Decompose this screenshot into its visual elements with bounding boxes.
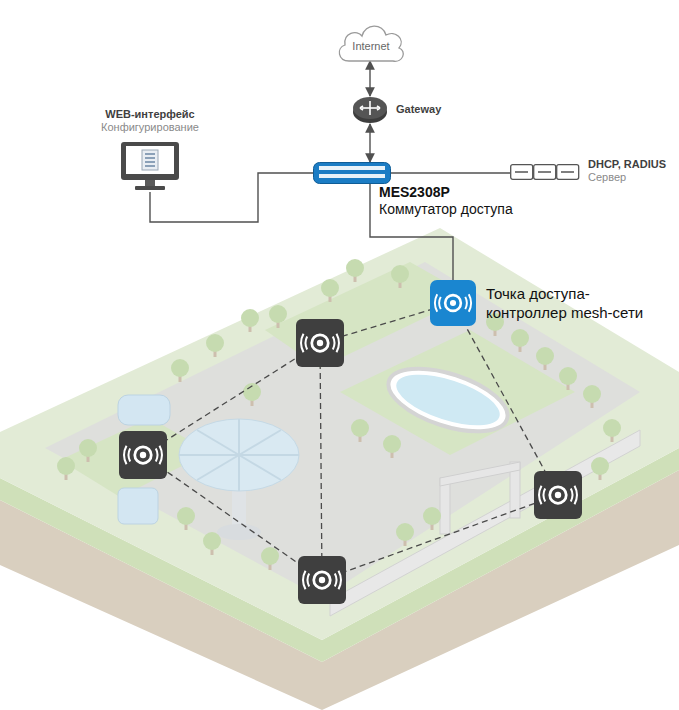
gate: [440, 462, 520, 534]
tree-crown: [423, 507, 441, 525]
connector-line: [150, 173, 313, 222]
internet-cloud: Internet: [335, 18, 407, 68]
tree-crown: [241, 309, 259, 327]
tree-crown: [261, 547, 279, 565]
connector-line: [369, 124, 370, 162]
ground-surface: [0, 228, 679, 640]
label-block: Gateway: [396, 103, 441, 116]
gateway-router: Gateway: [352, 96, 388, 124]
connector-line: [391, 172, 510, 173]
tree-crown: [321, 279, 339, 297]
node-label: MES2308P: [379, 184, 513, 201]
tree-crown: [346, 259, 364, 277]
pavilion: [118, 395, 170, 425]
tree-crown: [177, 507, 195, 525]
tree-crown: [511, 329, 529, 347]
tree-crown: [79, 439, 97, 457]
controller-ap-icon: [430, 280, 476, 326]
node-label: Конфигурирование: [81, 121, 219, 134]
node-label: Точка доступа-контроллер mesh-сети: [486, 284, 651, 322]
mesh-links: [143, 303, 558, 580]
tree-crown: [383, 435, 401, 453]
tree-crown: [536, 347, 554, 365]
pool-water: [390, 364, 505, 435]
lawn: [340, 330, 575, 455]
node-label: Gateway: [396, 103, 441, 116]
node-label: Internet: [352, 40, 389, 53]
tree-crown: [206, 334, 224, 352]
label-block: MES2308PКоммутатор доступа: [379, 184, 513, 218]
carousel-stripes: [179, 419, 299, 491]
label-block: WEB-интерфейсКонфигурирование: [81, 108, 219, 134]
server-box: DHCP, RADIUSСервер: [510, 164, 580, 180]
carousel-canopy: [179, 419, 299, 491]
pavilion: [118, 488, 158, 524]
tree-crown: [559, 367, 577, 385]
access-point: [296, 319, 344, 367]
router-icon: [352, 96, 388, 124]
label-block: Internet: [335, 18, 407, 68]
tree-crown: [396, 523, 414, 541]
tree-crown: [57, 457, 75, 475]
carousel-base: [217, 524, 261, 540]
access-point: [298, 556, 346, 604]
switch-icon: [313, 162, 391, 184]
server-icon: [510, 164, 580, 180]
node-label: WEB-интерфейс: [81, 108, 219, 121]
pool: [381, 356, 515, 444]
node-label: Коммутатор доступа: [379, 201, 513, 218]
tree-crown: [391, 265, 409, 283]
access-point: [534, 471, 582, 519]
tree-crown: [583, 385, 601, 403]
label-block: Точка доступа-контроллер mesh-сети: [486, 284, 651, 322]
node-label: Сервер: [588, 171, 666, 184]
tree-crown: [171, 359, 189, 377]
tree-crown: [269, 305, 287, 323]
tree-crown: [591, 457, 609, 475]
mesh-controller-ap: Точка доступа-контроллер mesh-сети: [430, 280, 476, 326]
node-label: DHCP, RADIUS: [588, 158, 666, 171]
monitor-icon: [121, 142, 179, 192]
fence-wall: [330, 430, 640, 616]
label-block: DHCP, RADIUSСервер: [588, 158, 666, 184]
tree-crown: [203, 532, 221, 550]
access-point: [119, 431, 167, 479]
tree-crown: [351, 419, 369, 437]
access-switch: MES2308PКоммутатор доступа: [313, 162, 391, 184]
connector-line: [369, 61, 370, 96]
web-terminal: WEB-интерфейсКонфигурирование: [121, 142, 179, 192]
tree-crown: [603, 419, 621, 437]
